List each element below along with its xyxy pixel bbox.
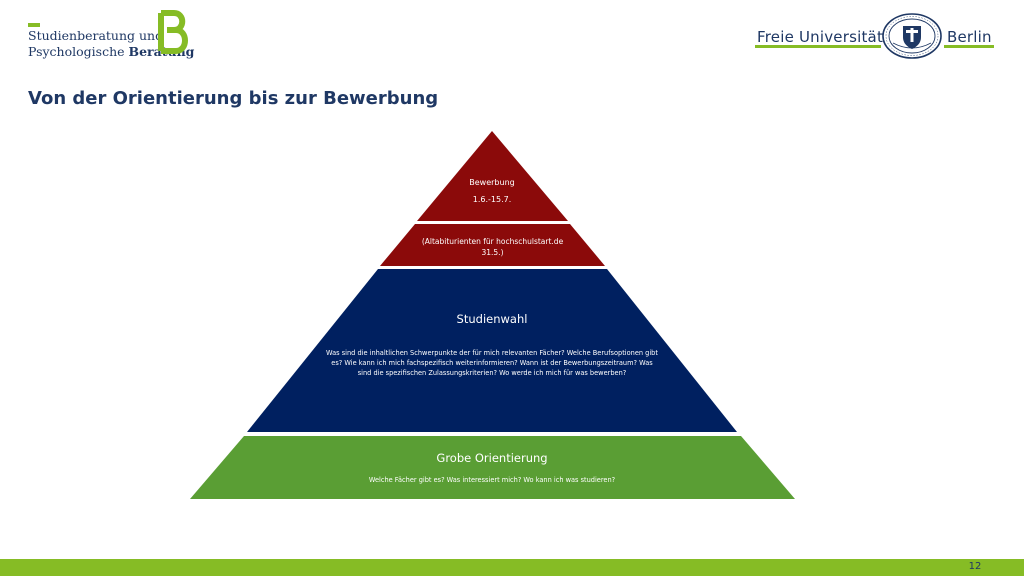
fu-underline-left bbox=[755, 45, 881, 48]
abiturienten-deadline: (Altabiturienten für hochschulstart.de 3… bbox=[421, 237, 564, 257]
logo-line-1: Studienberatung und bbox=[28, 28, 164, 43]
studienwahl-body: Was sind die inhaltlichen Schwerpunkte d… bbox=[326, 349, 658, 378]
studienberatung-logo: Studienberatung und Psychologische Berat… bbox=[0, 0, 200, 70]
footer-bar bbox=[0, 559, 1024, 576]
b-mark-icon bbox=[158, 10, 188, 54]
studienwahl-title: Studienwahl bbox=[456, 312, 528, 326]
fu-name: Freie Universität bbox=[757, 28, 884, 46]
fu-underline-right bbox=[944, 45, 994, 48]
fu-city: Berlin bbox=[947, 28, 992, 46]
slide-title: Von der Orientierung bis zur Bewerbung bbox=[28, 88, 439, 109]
pyramid-segment-abiturienten bbox=[380, 224, 605, 266]
orientierung-body: Welche Fächer gibt es? Was interessiert … bbox=[368, 476, 616, 484]
pyramid-segment-studienwahl bbox=[247, 269, 737, 432]
logo-dash bbox=[28, 23, 40, 27]
logo-line-2-regular: Psychologische bbox=[28, 44, 129, 59]
pyramid-segment-orientierung bbox=[190, 436, 795, 499]
pyramid-segment-bewerbung bbox=[417, 131, 568, 221]
bewerbung-date: 1.6.-15.7. bbox=[472, 195, 512, 204]
page-number: 12 bbox=[968, 561, 982, 572]
university-seal-icon bbox=[882, 13, 942, 59]
orientierung-title: Grobe Orientierung bbox=[436, 451, 548, 465]
bewerbung-title: Bewerbung bbox=[469, 178, 515, 187]
